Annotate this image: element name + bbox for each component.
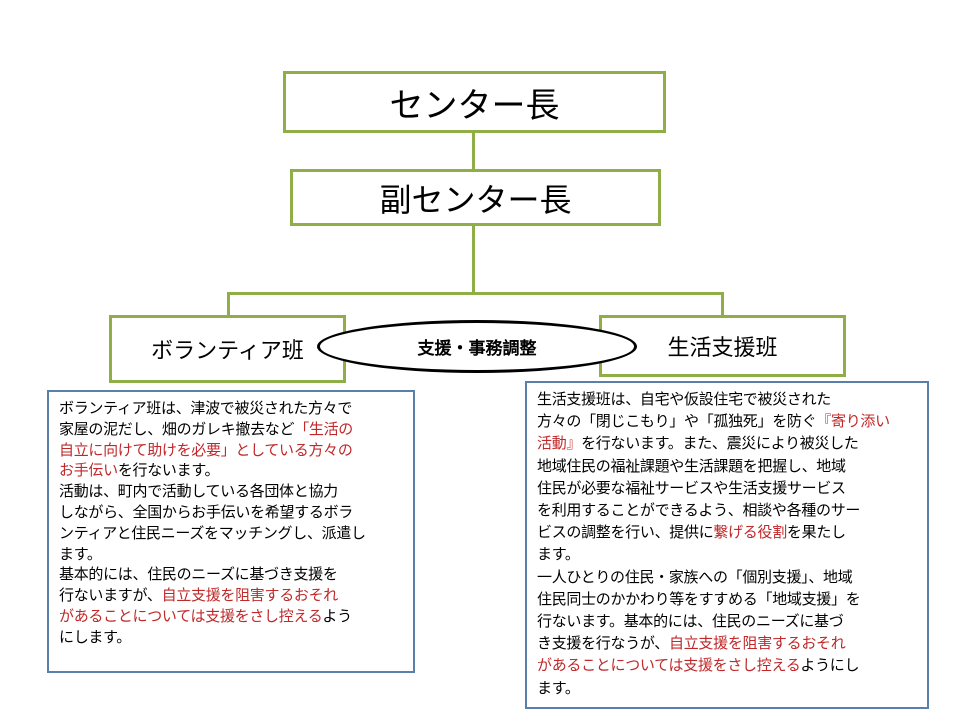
description-line: 方々の「閉じこもり」や「孤独死」を防ぐ『寄り添い (537, 410, 927, 432)
text-segment: 地域住民の福祉課題や生活課題を把握し、地域 (537, 456, 846, 475)
text-segment: を利用することができるよう、相談や各種のサー (537, 501, 861, 520)
highlighted-text: があることについては支援をさし控える (537, 656, 801, 675)
text-segment: を行ないます。また、震災により被災した (581, 434, 859, 453)
text-segment: ようにし (800, 656, 860, 675)
connector-director-deputy (472, 132, 475, 172)
text-segment: にします。 (59, 627, 132, 646)
text-segment: を行ないます。 (117, 461, 220, 480)
text-segment: 住民が必要な福祉サービスや生活支援サービス (537, 478, 846, 497)
description-line: 活動』を行ないます。また、震災により被災した (537, 432, 927, 454)
text-segment: しながら、全国からお手伝いを希望するボラ (59, 502, 354, 521)
text-segment: を果たし (786, 523, 846, 542)
director-box: センター長 (283, 71, 666, 133)
highlighted-text: お手伝い (59, 461, 118, 480)
description-line: 住民が必要な福祉サービスや生活支援サービス (537, 477, 927, 499)
text-segment: ンティアと住民ニーズをマッチングし、派遣し (59, 523, 366, 542)
connector-deputy-down (472, 224, 475, 294)
text-segment: 行ないますが、 (59, 586, 162, 605)
connector-right-down (721, 292, 724, 318)
description-line: ます。 (537, 677, 927, 699)
highlighted-text: 自立支援を阻害するおそれ (161, 586, 339, 605)
text-segment: よう (322, 606, 352, 625)
highlighted-text: 繋げる役割 (713, 523, 787, 542)
description-line: 住民同士のかかわり等をすすめる「地域支援」を (537, 588, 927, 610)
description-line: ンティアと住民ニーズをマッチングし、派遣し (59, 523, 413, 544)
text-segment: 行ないます。基本的には、住民のニーズに基づ (537, 612, 844, 631)
deputy-label: 副センター長 (379, 180, 572, 219)
description-line: があることについては支援をさし控えるようにし (537, 654, 927, 676)
description-line: にします。 (59, 627, 413, 648)
life-support-team-box: 生活支援班 (599, 315, 846, 377)
highlighted-text: 『寄り添い (816, 412, 890, 431)
description-line: 行ないますが、自立支援を阻害するおそれ (59, 585, 413, 606)
description-line: 家屋の泥だし、畑のガレキ撤去など「生活の (59, 419, 413, 440)
description-line: ます。 (537, 543, 927, 565)
description-line: 基本的には、住民のニーズに基づき支援を (59, 564, 413, 585)
description-line: ます。 (59, 544, 413, 565)
deputy-box: 副センター長 (290, 169, 661, 226)
volunteer-team-box: ボランティア班 (109, 315, 346, 383)
text-segment: 基本的には、住民のニーズに基づき支援を (59, 565, 338, 584)
text-segment: 家屋の泥だし、畑のガレキ撤去など (59, 419, 295, 438)
text-segment: ます。 (537, 678, 580, 697)
highlighted-text: 活動』 (537, 434, 582, 453)
director-label: センター長 (389, 85, 560, 126)
text-segment: ます。 (537, 545, 580, 564)
description-line: 生活支援班は、自宅や仮設住宅で被災された (537, 388, 927, 410)
text-segment: 活動は、町内で活動している各団体と協力 (59, 482, 338, 501)
text-segment: ビスの調整を行い、提供に (537, 523, 714, 542)
volunteer-team-label: ボランティア班 (151, 339, 304, 364)
description-line: ボランティア班は、津波で被災された方々で (59, 398, 413, 419)
text-segment: 生活支援班は、自宅や仮設住宅で被災された (537, 390, 832, 408)
highlighted-text: があることについては支援をさし控える (59, 606, 323, 625)
description-line: 一人ひとりの住民・家族への「個別支援」、地域 (537, 566, 927, 588)
description-line: 活動は、町内で活動している各団体と協力 (59, 481, 413, 502)
text-segment: ボランティア班は、津波で被災された方々で (59, 399, 353, 417)
coordination-ellipse: 支援・事務調整 (317, 320, 637, 373)
text-segment: ます。 (59, 544, 102, 563)
description-line: き支援を行なうが、自立支援を阻害するおそれ (537, 632, 927, 654)
highlighted-text: 自立に向けて助けを必要」としている方々の (59, 440, 353, 459)
text-segment: き支援を行なうが、 (537, 634, 670, 653)
life-support-description-box: 生活支援班は、自宅や仮設住宅で被災された方々の「閉じこもり」や「孤独死」を防ぐ『… (525, 381, 929, 709)
highlighted-text: 「生活の (294, 419, 354, 438)
text-segment: 住民同士のかかわり等をすすめる「地域支援」を (537, 589, 861, 608)
connector-left-down (227, 292, 230, 318)
life-support-team-label: 生活支援班 (667, 336, 778, 361)
volunteer-description-box: ボランティア班は、津波で被災された方々で家屋の泥だし、畑のガレキ撤去など「生活の… (47, 390, 415, 673)
text-segment: 一人ひとりの住民・家族への「個別支援」、地域 (537, 567, 853, 586)
highlighted-text: 自立支援を阻害するおそれ (669, 634, 846, 653)
description-line: 行ないます。基本的には、住民のニーズに基づ (537, 610, 927, 632)
description-line: 地域住民の福祉課題や生活課題を把握し、地域 (537, 455, 927, 477)
text-segment: 方々の「閉じこもり」や「孤独死」を防ぐ (537, 412, 817, 431)
description-line: お手伝いを行ないます。 (59, 460, 413, 481)
connector-horizontal (227, 292, 724, 295)
description-line: 自立に向けて助けを必要」としている方々の (59, 440, 413, 461)
description-line: を利用することができるよう、相談や各種のサー (537, 499, 927, 521)
coordination-label: 支援・事務調整 (417, 339, 537, 359)
description-line: ビスの調整を行い、提供に繋げる役割を果たし (537, 521, 927, 543)
description-line: があることについては支援をさし控えるよう (59, 606, 413, 627)
description-line: しながら、全国からお手伝いを希望するボラ (59, 502, 413, 523)
